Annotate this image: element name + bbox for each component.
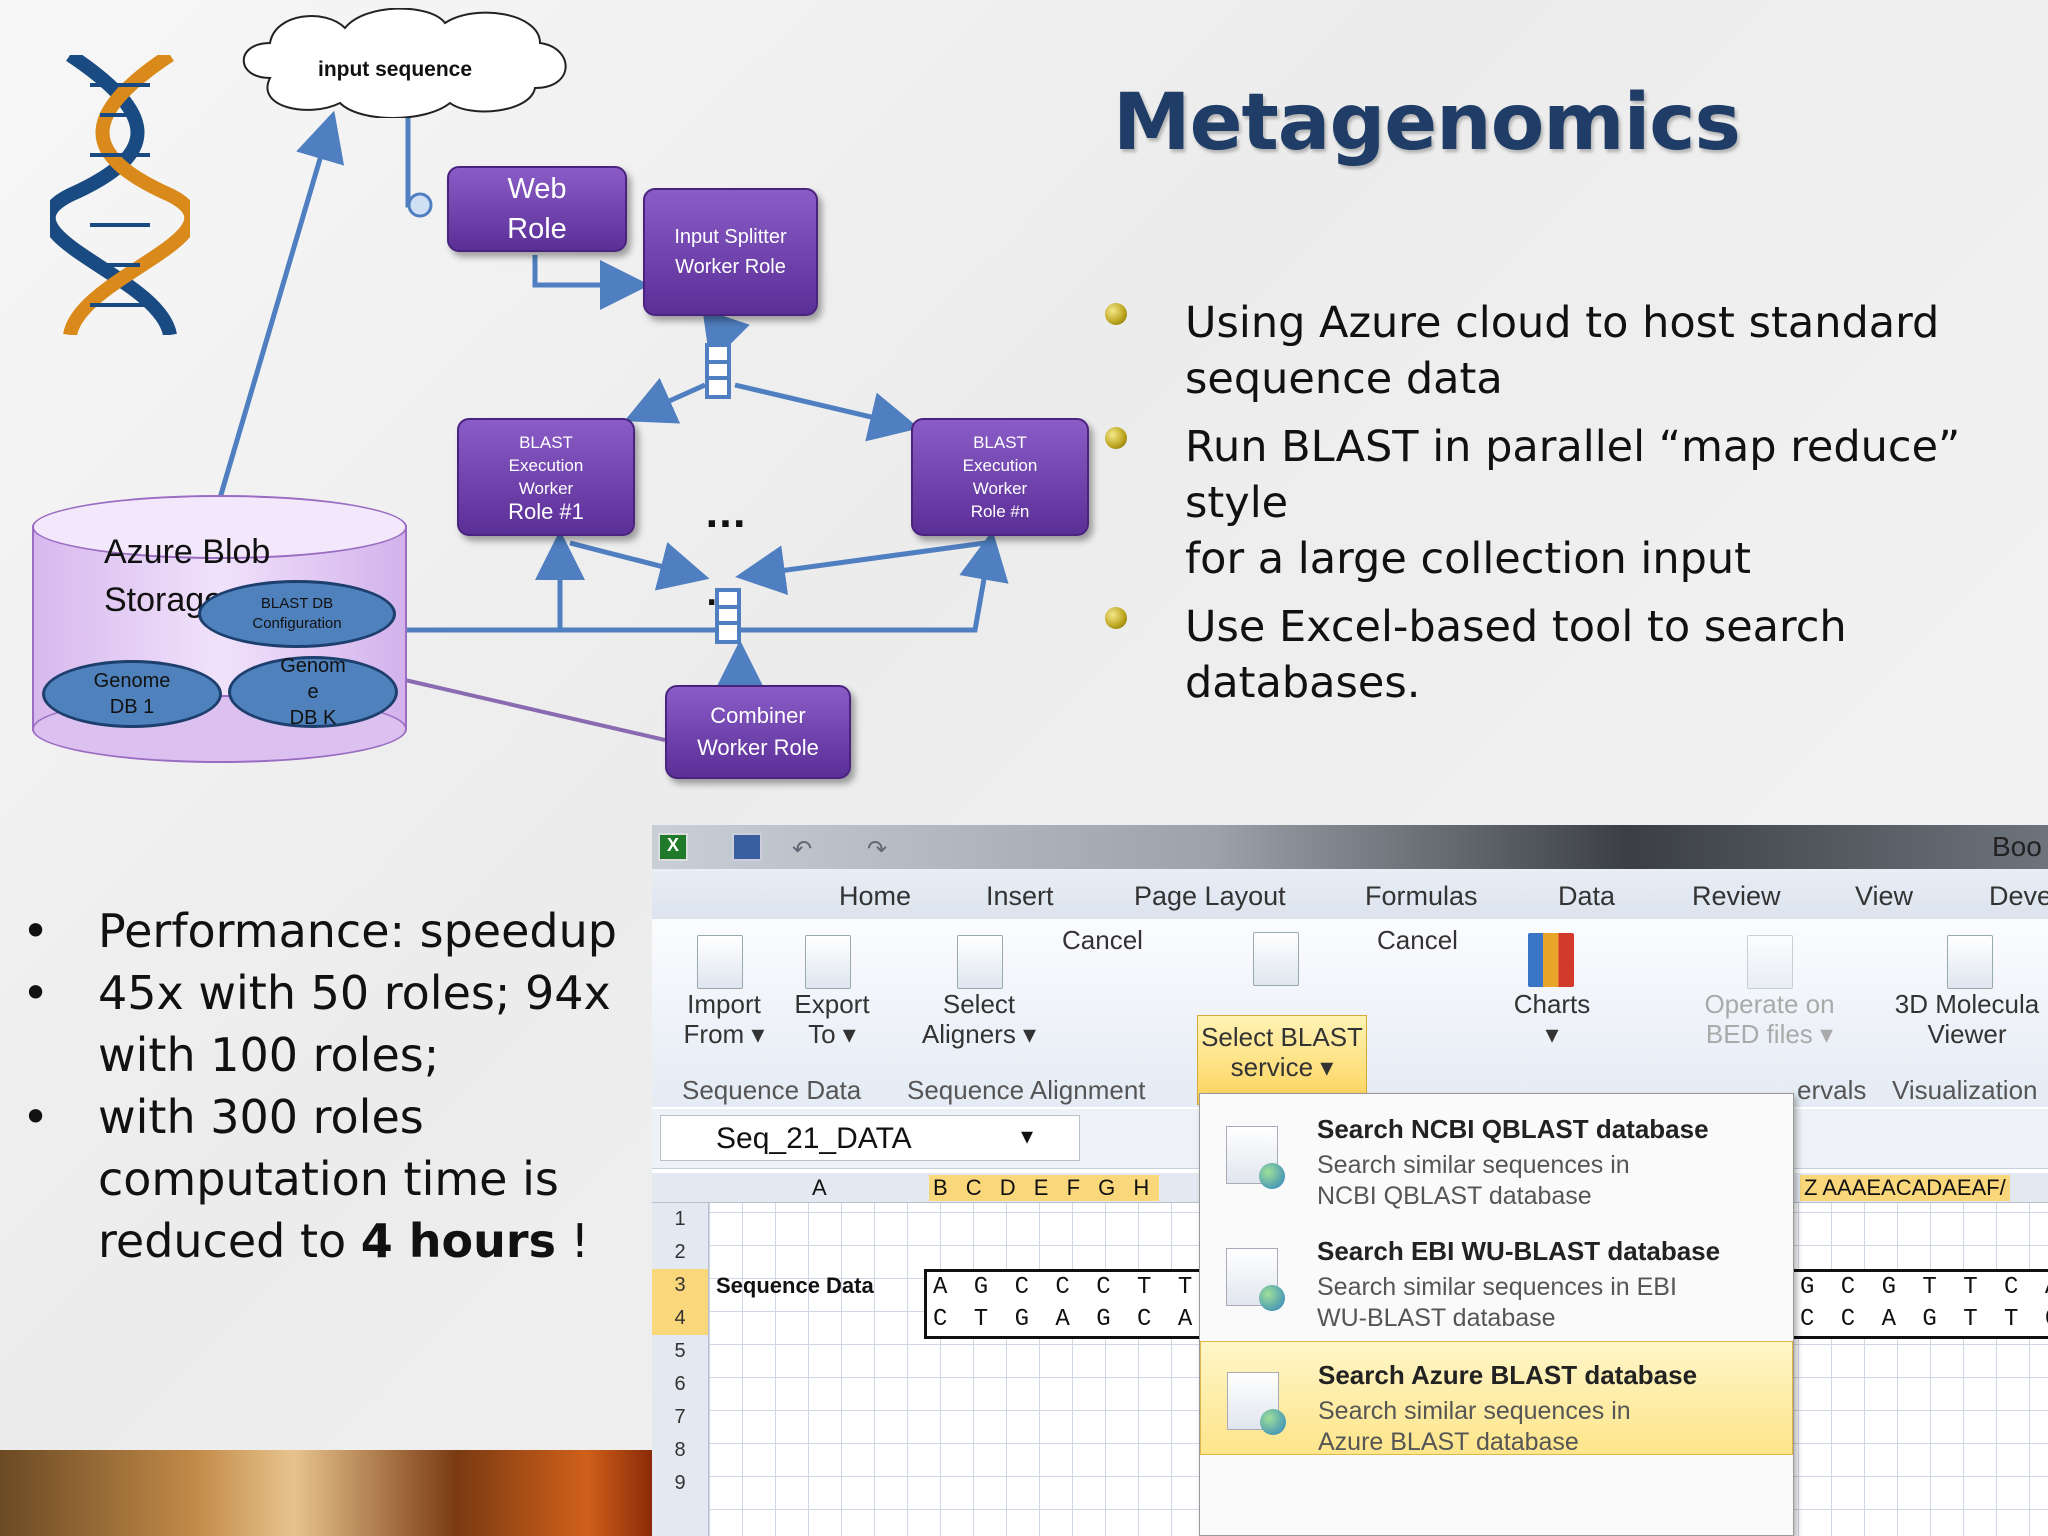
charts-button[interactable]: Charts▾ xyxy=(1513,989,1591,1049)
window-title: Boo xyxy=(1992,831,2042,862)
input-sequence-cloud: input sequence xyxy=(230,8,580,118)
bullet-ball-icon xyxy=(1105,427,1127,449)
sequence-cells-left[interactable]: A G C C C T T A C T G A G C A A xyxy=(924,1269,1204,1339)
ribbon-tabs: Home Insert Page Layout Formulas Data Re… xyxy=(652,869,2048,965)
bed-files-icon xyxy=(1747,935,1793,989)
save-icon[interactable] xyxy=(732,833,762,861)
tab-insert[interactable]: Insert xyxy=(986,881,1054,911)
cloud-icon xyxy=(242,8,567,118)
menu-item-ebi-wu-blast[interactable]: Search EBI WU-BLAST database Search simi… xyxy=(1200,1218,1793,1340)
architecture-arrows xyxy=(217,108,1009,742)
bullet-ball-icon xyxy=(1105,607,1127,629)
charts-icon xyxy=(1528,933,1574,987)
blast-service-dropdown: Search NCBI QBLAST database Search simil… xyxy=(1199,1093,1794,1536)
database-globe-icon xyxy=(1226,1248,1285,1311)
bullet-item: Run BLAST in parallel “map reduce” style… xyxy=(1105,419,2045,587)
database-globe-icon xyxy=(1226,1126,1285,1189)
sequence-data-label: Sequence Data xyxy=(716,1273,874,1298)
group-intervals: ervals xyxy=(1797,1075,1867,1105)
tab-view[interactable]: View xyxy=(1855,881,1914,911)
slide-title: Metagenomics xyxy=(1113,78,1741,168)
import-icon xyxy=(697,935,743,989)
cancel-button-1[interactable]: Cancel xyxy=(1062,925,1143,955)
dna-logo xyxy=(50,55,190,335)
tab-data[interactable]: Data xyxy=(1558,881,1616,911)
group-visualization: Visualization xyxy=(1892,1075,2038,1105)
tab-formulas[interactable]: Formulas xyxy=(1365,881,1478,911)
performance-bullets: •Performance: speedup •45x with 50 roles… xyxy=(20,900,640,1272)
decorative-photo-strip xyxy=(0,1450,652,1536)
export-icon xyxy=(805,935,851,989)
tab-review[interactable]: Review xyxy=(1692,881,1781,911)
dot: . xyxy=(706,578,718,613)
ellipsis: ... xyxy=(705,495,747,536)
sequence-cells-right[interactable]: G C G T T C A C C A G T T C xyxy=(1794,1269,2048,1339)
redo-icon[interactable]: ↷ xyxy=(867,836,888,863)
cloud-label: input sequence xyxy=(317,58,473,81)
database-globe-icon xyxy=(1227,1372,1286,1435)
quick-access-toolbar: X ↶ ↷ Boo xyxy=(652,825,2048,869)
excel-icon: X xyxy=(658,833,688,861)
bullet-ball-icon xyxy=(1105,303,1127,325)
menu-item-ncbi-qblast[interactable]: Search NCBI QBLAST database Search simil… xyxy=(1200,1096,1793,1218)
group-sequence-alignment: Sequence Alignment xyxy=(907,1075,1146,1105)
chevron-down-icon[interactable]: ▾ xyxy=(1021,1123,1034,1150)
bullet-item: •Performance: speedup xyxy=(22,904,617,958)
excel-window: X ↶ ↷ Boo Home Insert Page Layout Formul… xyxy=(652,825,2048,1536)
storage-label: Azure Blob xyxy=(104,533,271,571)
tab-developer[interactable]: Deve xyxy=(1989,881,2048,911)
blast-service-icon xyxy=(1253,932,1299,986)
molecule-viewer-icon xyxy=(1947,935,1993,989)
bullet-item: Use Excel-based tool to search databases… xyxy=(1105,599,2045,711)
menu-item-azure-blast[interactable]: Search Azure BLAST database Search simil… xyxy=(1200,1341,1793,1456)
cancel-button-2[interactable]: Cancel xyxy=(1377,925,1458,955)
aligners-icon xyxy=(957,935,1003,989)
tab-page-layout[interactable]: Page Layout xyxy=(1134,881,1286,911)
undo-icon[interactable]: ↶ xyxy=(792,836,813,863)
name-box[interactable]: Seq_21_DATA ▾ xyxy=(660,1115,1080,1161)
tab-home[interactable]: Home xyxy=(839,881,912,911)
group-sequence-data: Sequence Data xyxy=(682,1075,862,1105)
row-header: 1 2 3 4 5 6 7 8 9 xyxy=(652,1203,709,1536)
